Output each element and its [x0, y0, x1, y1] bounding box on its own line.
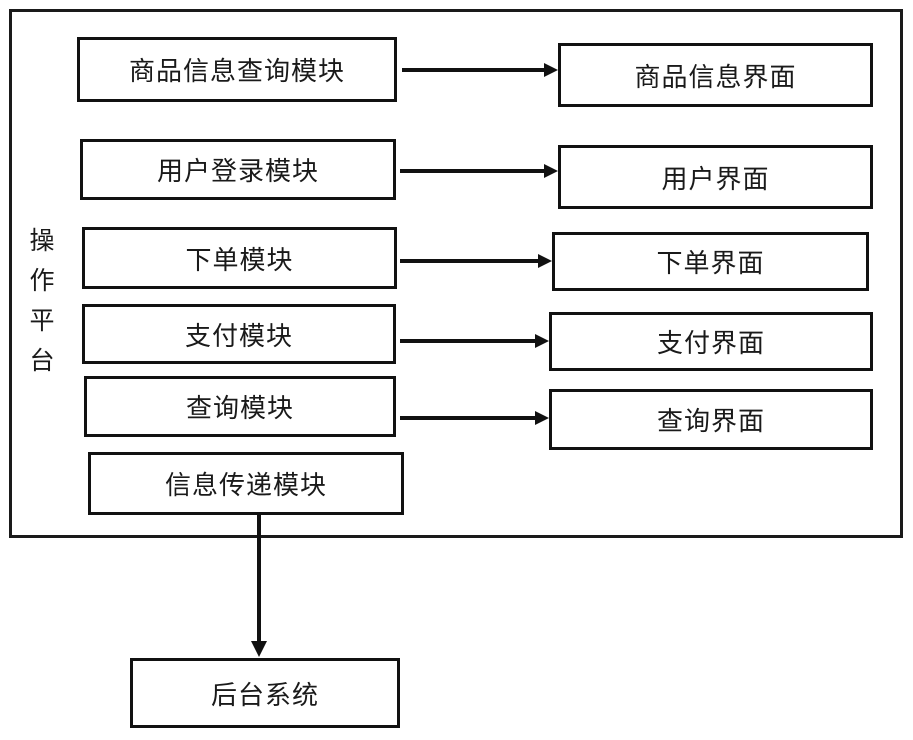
module-payment-label: 支付模块: [184, 321, 293, 351]
interface-goods-info-ui-label: 商品信息界面: [634, 62, 797, 92]
interface-user-ui-label: 用户界面: [661, 164, 770, 194]
module-goods-info-query[interactable]: 商品信息查询模块: [77, 37, 397, 102]
module-payment[interactable]: 支付模块: [82, 304, 396, 364]
module-user-login[interactable]: 用户登录模块: [80, 139, 396, 200]
module-query-label: 查询模块: [185, 394, 294, 423]
interface-query-ui-label: 查询界面: [656, 407, 765, 436]
node-backend-system[interactable]: 后台系统: [130, 658, 400, 728]
module-place-order[interactable]: 下单模块: [82, 227, 397, 289]
platform-container: [9, 9, 903, 538]
interface-goods-info-ui[interactable]: 商品信息界面: [558, 43, 873, 107]
arrow-head-icon: [251, 641, 267, 657]
platform-label: 操 作 平 台: [29, 228, 55, 375]
module-message-delivery-label: 信息传递模块: [164, 471, 327, 500]
interface-place-order-ui-label: 下单界面: [656, 249, 765, 278]
module-user-login-label: 用户登录模块: [156, 157, 319, 186]
module-query[interactable]: 查询模块: [84, 376, 396, 437]
node-backend-system-label: 后台系统: [210, 680, 319, 710]
interface-place-order-ui[interactable]: 下单界面: [552, 232, 869, 291]
module-goods-info-query-label: 商品信息查询模块: [128, 57, 345, 86]
interface-payment-ui-label: 支付界面: [656, 329, 765, 358]
module-place-order-label: 下单模块: [185, 245, 294, 275]
interface-payment-ui[interactable]: 支付界面: [549, 312, 873, 371]
interface-user-ui[interactable]: 用户界面: [558, 145, 873, 209]
module-message-delivery[interactable]: 信息传递模块: [88, 452, 404, 515]
interface-query-ui[interactable]: 查询界面: [549, 389, 873, 450]
